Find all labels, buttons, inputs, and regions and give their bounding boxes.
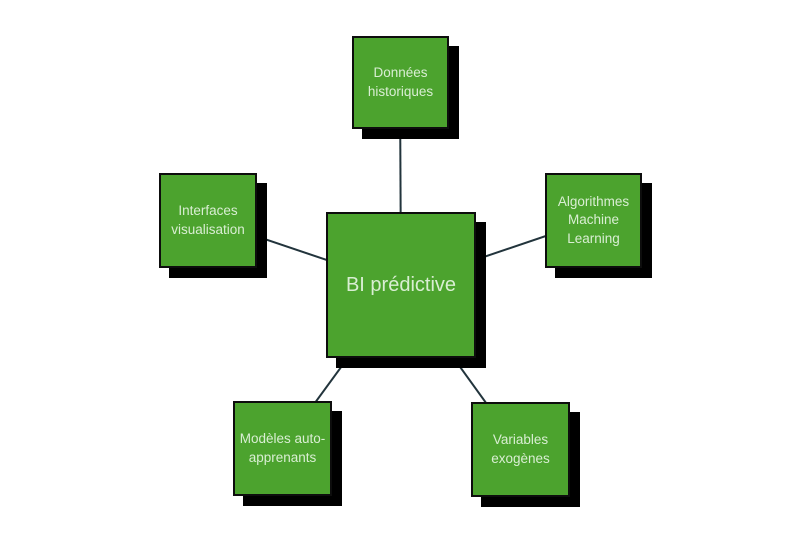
node-modeles-auto-apprenants: Modèles auto- apprenants xyxy=(233,401,332,496)
node-interfaces-visualisation-label: Interfaces visualisation xyxy=(171,203,245,237)
node-algorithmes-machine-learning-label: Algorithmes Machine Learning xyxy=(557,194,630,246)
node-donnees-historiques: Données historiques xyxy=(352,36,449,129)
node-interfaces-visualisation: Interfaces visualisation xyxy=(159,173,257,268)
node-donnees-historiques-label: Données historiques xyxy=(367,65,434,99)
node-bi-predictive: BI prédictive xyxy=(326,212,476,358)
node-algorithmes-machine-learning: Algorithmes Machine Learning xyxy=(545,173,642,268)
node-bi-predictive-label: BI prédictive xyxy=(345,274,457,296)
node-variables-exogenes-label: Variables exogènes xyxy=(491,432,550,466)
node-variables-exogenes: Variables exogènes xyxy=(471,402,570,497)
node-modeles-auto-apprenants-label: Modèles auto- apprenants xyxy=(239,431,326,465)
